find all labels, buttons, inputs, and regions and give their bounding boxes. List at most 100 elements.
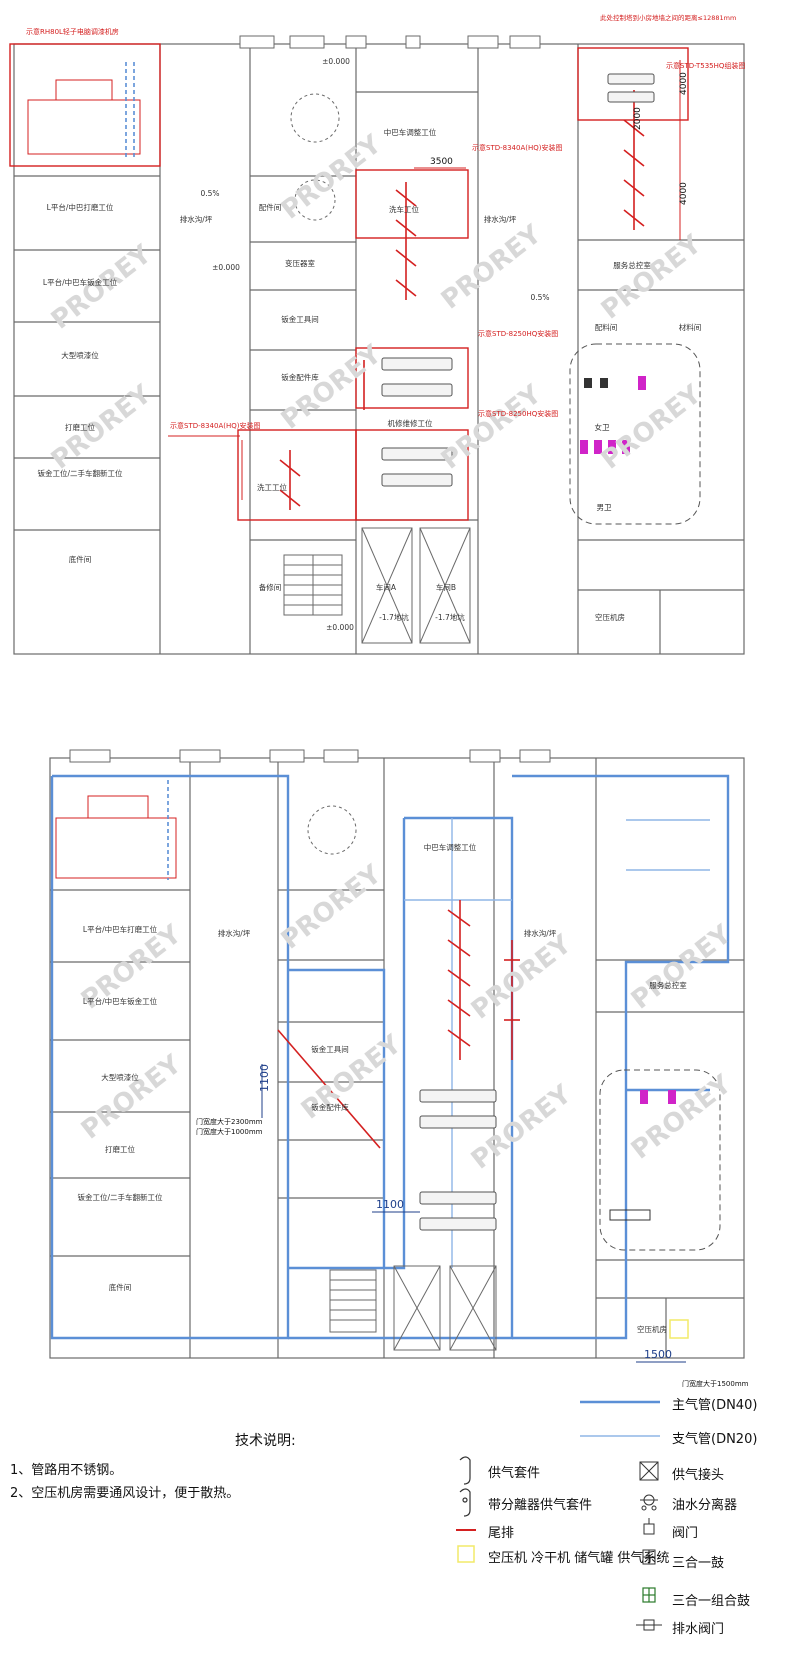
air-supply-kit-icon bbox=[459, 1456, 471, 1485]
room-label: 洗工工位 bbox=[257, 482, 287, 492]
lower-red-pipes bbox=[277, 900, 520, 1149]
watermark-text: PROREY bbox=[596, 229, 708, 326]
legend-label-oil-water-separator: 油水分离器 bbox=[672, 1498, 738, 1513]
room-label: 钣金工位/二手车翻新工位 bbox=[77, 1192, 163, 1202]
watermark-text: PROREY bbox=[596, 379, 708, 476]
watermark-text: PROREY bbox=[466, 929, 578, 1026]
lower-dim-lines bbox=[261, 1064, 686, 1363]
room-label: 服务总控室 bbox=[649, 980, 687, 990]
floor-mark: ±0.000 bbox=[322, 57, 350, 66]
legend-label-air-supply-kit: 供气套件 bbox=[488, 1466, 541, 1481]
three-in-one-combo-icon bbox=[642, 1587, 656, 1603]
room-label: 钣金配件库 bbox=[311, 1102, 349, 1112]
drain-valve-icon bbox=[636, 1619, 662, 1631]
room-label: 配件间 bbox=[259, 202, 282, 212]
room-label: 钣金工位/二手车翻新工位 bbox=[37, 468, 123, 478]
lower-watermarks: PROREY PROREY PROREY PROREY PROREY PRORE… bbox=[76, 859, 738, 1176]
lower-dim-labels: 1100 1100 1500 bbox=[258, 1064, 672, 1361]
floor-mark: 0.5% bbox=[200, 189, 219, 198]
upper-stairs bbox=[283, 93, 343, 616]
red-note: 示意STD-8250HQ安装图 bbox=[478, 409, 558, 418]
room-label: 排水沟/坪 bbox=[180, 214, 213, 224]
legend-label-tail-drain: 尾排 bbox=[488, 1526, 515, 1541]
lower-toilet-zone bbox=[599, 1069, 721, 1251]
upper-pits bbox=[361, 527, 471, 644]
room-label: 男卫 bbox=[597, 503, 612, 512]
room-label: 空压机房 bbox=[595, 612, 625, 622]
floor-mark: -1.7地坑 bbox=[435, 612, 465, 622]
room-label: 大型喷漆位 bbox=[101, 1072, 139, 1082]
room-label: 洗车工位 bbox=[389, 204, 419, 214]
red-note: 示意STD-T535HQ组装图 bbox=[666, 61, 745, 70]
upper-red-notes: 示意RH80L轻子电脑调漆机房 示意STD-T535HQ组装图 示意STD-83… bbox=[26, 13, 745, 430]
watermark-text: PROREY bbox=[46, 239, 158, 336]
upper-lifts bbox=[381, 73, 655, 487]
room-label: 空压机房 bbox=[637, 1324, 667, 1334]
upper-red-outlines bbox=[9, 43, 689, 521]
room-label: 排水沟/坪 bbox=[484, 214, 517, 224]
oil-water-separator-icon bbox=[640, 1494, 658, 1511]
legend-label-separator-kit: 带分離器供气套件 bbox=[488, 1498, 593, 1513]
room-label: 底件间 bbox=[109, 1282, 132, 1292]
room-label: 女卫 bbox=[595, 422, 610, 432]
legend-label-drain-valve: 排水阀门 bbox=[672, 1622, 725, 1637]
watermark-text: PROREY bbox=[46, 379, 158, 476]
watermark-text: PROREY bbox=[276, 339, 388, 436]
legend-label-air-connector: 供气接头 bbox=[672, 1468, 725, 1483]
room-label: 钣金工具间 bbox=[311, 1044, 349, 1054]
tech-notes: 1、管路用不锈钢。 2、空压机房需要通风设计，便于散热。 bbox=[10, 1455, 310, 1505]
room-label: L平台/中巴车钣金工位 bbox=[43, 277, 118, 287]
dim-label: 1500 bbox=[644, 1348, 672, 1361]
legend-label-main-pipe: 主气管(DN40) bbox=[672, 1398, 758, 1413]
room-label: L平台/中巴打磨工位 bbox=[47, 202, 114, 212]
room-label: 服务总控室 bbox=[613, 260, 651, 270]
red-note: 示意STD-8250HQ安装图 bbox=[478, 329, 558, 338]
room-label: 中巴车调整工位 bbox=[424, 842, 477, 852]
floor-mark: ±0.000 bbox=[326, 623, 354, 632]
lower-lifts bbox=[419, 1089, 497, 1231]
room-label: 车间B bbox=[436, 582, 456, 592]
dim-label: 2000 bbox=[633, 107, 643, 130]
red-note: 示意STD-8340A(HQ)安装图 bbox=[170, 421, 260, 430]
lower-floor-plan: PROREY PROREY PROREY PROREY PROREY PRORE… bbox=[49, 749, 749, 1388]
three-in-one-icon bbox=[642, 1549, 656, 1565]
valve-icon bbox=[643, 1518, 655, 1535]
upper-toilet-zone bbox=[569, 343, 701, 525]
legend-label-branch-pipe: 支气管(DN20) bbox=[672, 1432, 758, 1447]
room-label: 排水沟/坪 bbox=[524, 928, 557, 938]
watermark-text: PROREY bbox=[76, 1049, 188, 1146]
room-label: 备修间 bbox=[259, 582, 282, 592]
legend-label-compressor-system: 空压机 冷干机 储气罐 供气系统 bbox=[488, 1551, 670, 1566]
lower-room-labels: L平台/中巴车打磨工位 L平台/中巴车钣金工位 大型喷漆位 打磨工位 钣金工位/… bbox=[77, 842, 687, 1334]
upper-red-pipes bbox=[279, 90, 645, 510]
lower-spray-booth bbox=[55, 780, 177, 880]
legend-label-three-in-one: 三合一鼓 bbox=[672, 1556, 725, 1571]
room-label: 材料间 bbox=[679, 322, 702, 332]
upper-room-labels: L平台/中巴打磨工位 L平台/中巴车钣金工位 大型喷漆位 打磨工位 钣金工位/二… bbox=[37, 57, 701, 632]
room-label: L平台/中巴车钣金工位 bbox=[83, 996, 158, 1006]
watermark-text: PROREY bbox=[626, 1069, 738, 1166]
lower-notes: 门宽度大于2300mm 门宽度大于1000mm 门宽度大于1500mm bbox=[196, 1117, 749, 1388]
room-label: 配料间 bbox=[595, 322, 618, 332]
room-label: 底件间 bbox=[69, 554, 92, 564]
dim-label: 4000 bbox=[679, 72, 689, 95]
room-label: 钣金工具间 bbox=[281, 314, 319, 324]
door-width-note: 门宽度大于1500mm bbox=[682, 1379, 749, 1388]
dim-label: 4000 bbox=[679, 182, 689, 205]
separator-kit-icon bbox=[459, 1488, 471, 1517]
upper-red-dims bbox=[168, 60, 681, 500]
tech-note-item: 2、空压机房需要通风设计，便于散热。 bbox=[10, 1486, 240, 1501]
watermark-text: PROREY bbox=[626, 919, 738, 1016]
air-connector-icon bbox=[639, 1461, 659, 1481]
dim-label: 1100 bbox=[258, 1064, 271, 1092]
room-label: 打磨工位 bbox=[65, 422, 95, 432]
room-label: 中巴车调整工位 bbox=[384, 127, 437, 137]
room-label: 排水沟/坪 bbox=[218, 928, 251, 938]
tech-notes-title: 技术说明: bbox=[235, 1433, 296, 1449]
legend-symbols bbox=[456, 1400, 662, 1631]
watermark-text: PROREY bbox=[436, 379, 548, 476]
compressor-box bbox=[669, 1319, 689, 1339]
tech-note-item: 1、管路用不锈钢。 bbox=[10, 1463, 123, 1478]
dim-label: 3500 bbox=[430, 157, 453, 167]
